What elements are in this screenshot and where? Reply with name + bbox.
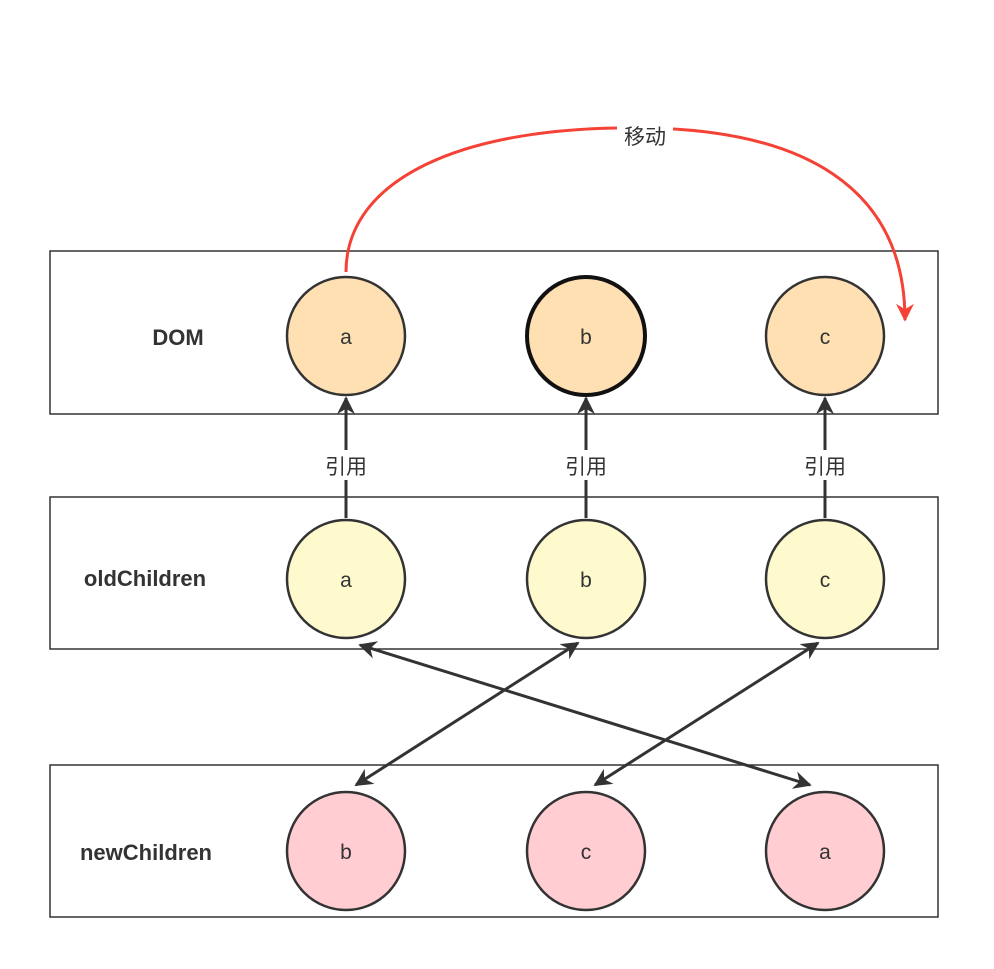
old-node-a: a [285,518,407,640]
new-node-c: c [525,790,647,912]
new-node-a: a [764,790,886,912]
old-node-c: c [764,518,886,640]
dom-node-c: c [764,275,886,397]
new-node-b: b [285,790,407,912]
old-node-c-label: c [820,569,831,592]
ref-label-b: 引用 [565,455,607,479]
dom-node-b: b [525,275,647,397]
old-node-b: b [525,518,647,640]
dom-row-box [49,250,939,415]
dom-row-label: DOM [152,325,203,350]
ref-label-a: 引用 [325,455,367,479]
new-node-a-label: a [819,841,831,864]
ref-label-c: 引用 [804,455,846,479]
ref-label-bg-b [558,450,614,480]
old-node-a-label: a [340,569,352,592]
dom-node-a-label: a [340,326,352,349]
dom-node-b-label: b [580,326,592,349]
new-children-row-label: newChildren [80,840,212,865]
ref-label-bg-a [318,450,374,480]
link-old-c-new-c [593,641,820,787]
move-label-bg [617,120,673,150]
ref-label-bg-c [797,450,853,480]
move-label: 移动 [624,125,666,149]
old-children-row-label: oldChildren [84,566,206,591]
link-old-b-new-b [354,641,580,787]
new-node-b-label: b [340,841,352,864]
dom-node-c-label: c [820,326,831,349]
old-node-b-label: b [580,569,592,592]
new-node-c-label: c [581,841,592,864]
dom-node-a: a [285,275,407,397]
link-old-a-new-a [358,641,812,789]
